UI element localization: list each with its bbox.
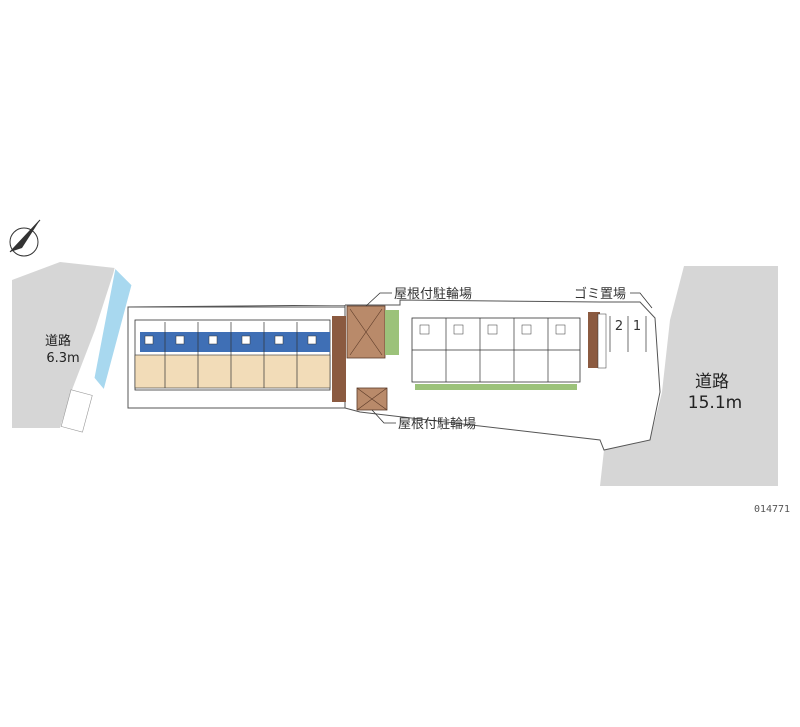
right-road-width: 15.1m: [688, 393, 742, 413]
left-road-name: 道路: [45, 333, 71, 349]
leader-garbage: [630, 292, 653, 309]
label-garbage: ゴミ置場: [574, 286, 626, 302]
water-channel: [93, 266, 133, 392]
left-road-width: 6.3m: [46, 351, 79, 366]
bicycle-parking-bottom: [356, 387, 388, 411]
bicycle-parking-top: [332, 305, 386, 402]
label-bicycle-parking-bottom: 屋根付駐輪場: [398, 416, 476, 432]
garbage-area-inner: [597, 313, 607, 369]
hedge-top: [385, 310, 399, 355]
right-road-name: 道路: [695, 372, 729, 392]
compass-icon: [9, 219, 41, 257]
right-road: [600, 266, 778, 486]
unit-strip-blue: [140, 332, 330, 352]
parking-space-2: 2: [615, 319, 623, 334]
leader-bicycle-bottom: [371, 409, 396, 424]
map-code: 014771: [754, 504, 790, 515]
left-road: [12, 262, 115, 428]
unit-strip-tan: [134, 354, 331, 389]
garbage-area: [588, 312, 600, 368]
leader-bicycle-top: [365, 292, 392, 307]
building-left: [134, 319, 331, 391]
left-road-bridge: [60, 389, 93, 433]
parking-spaces: [609, 316, 647, 352]
building-right: [411, 317, 581, 390]
parking-space-1: 1: [633, 319, 641, 334]
hedge-bottom: [415, 384, 577, 390]
label-bicycle-parking-top: 屋根付駐輪場: [394, 286, 472, 302]
